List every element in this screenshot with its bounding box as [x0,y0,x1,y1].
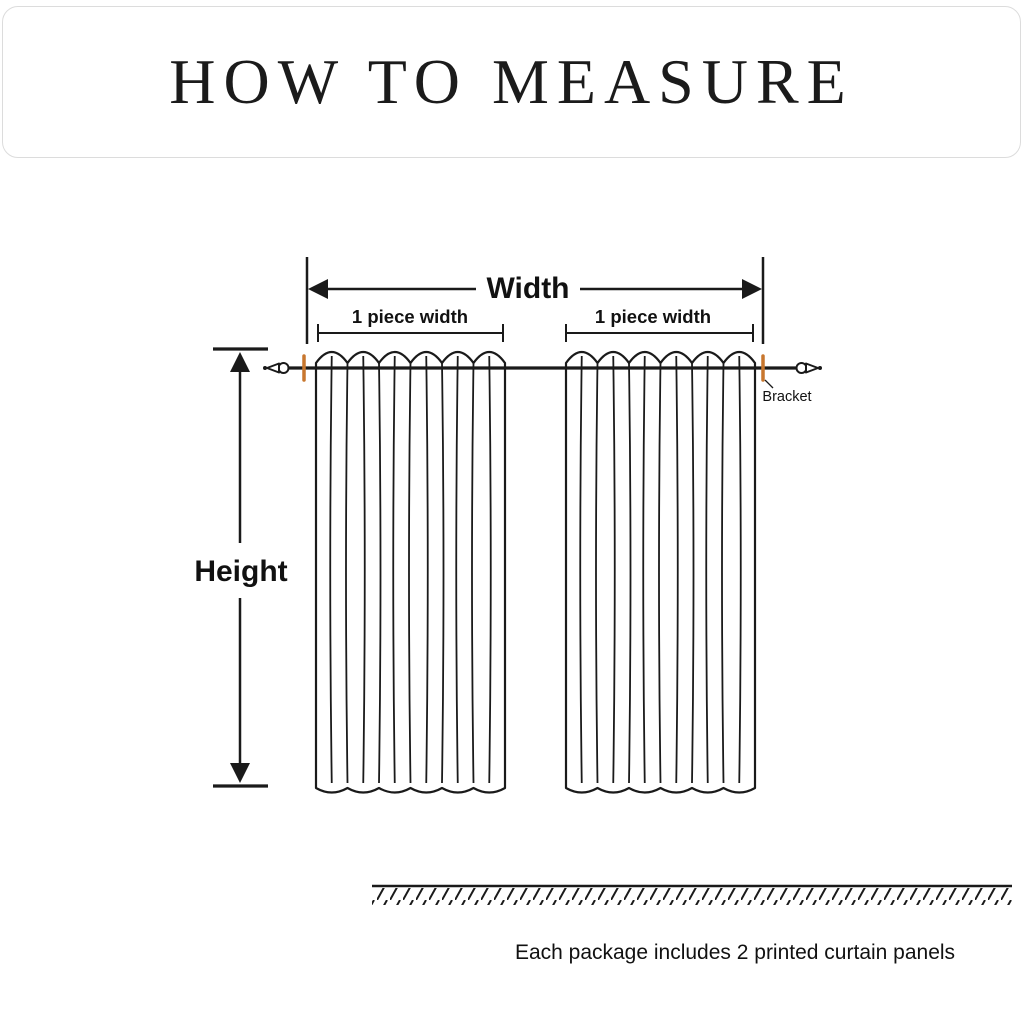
width-label: Width [486,272,569,305]
piece-width-left: 1 piece width [317,306,504,342]
piece-width-right: 1 piece width [565,306,754,342]
finial-left [263,362,290,374]
curtain-panel-right [564,350,757,794]
bracket-label: Bracket [762,389,811,405]
bracket-pointer-line [764,379,774,389]
height-measurement: Height [194,347,288,788]
width-measurement: Width [305,257,765,344]
finial-right [795,362,822,374]
curtain-panel-right-outline [564,350,757,794]
piece-width-left-label: 1 piece width [352,306,468,327]
floor [372,884,1012,905]
curtain-panel-left [314,350,507,794]
floor-hatching [372,888,1012,905]
package-caption: Each package includes 2 printed curtain … [514,941,956,964]
piece-width-right-label: 1 piece width [595,306,711,327]
curtain-rod: Bracket [263,354,822,405]
curtain-panel-left-outline [314,350,507,794]
page-title: HOW TO MEASURE [169,46,854,117]
title-card: HOW TO MEASURE [2,6,1021,158]
height-label: Height [194,555,287,588]
